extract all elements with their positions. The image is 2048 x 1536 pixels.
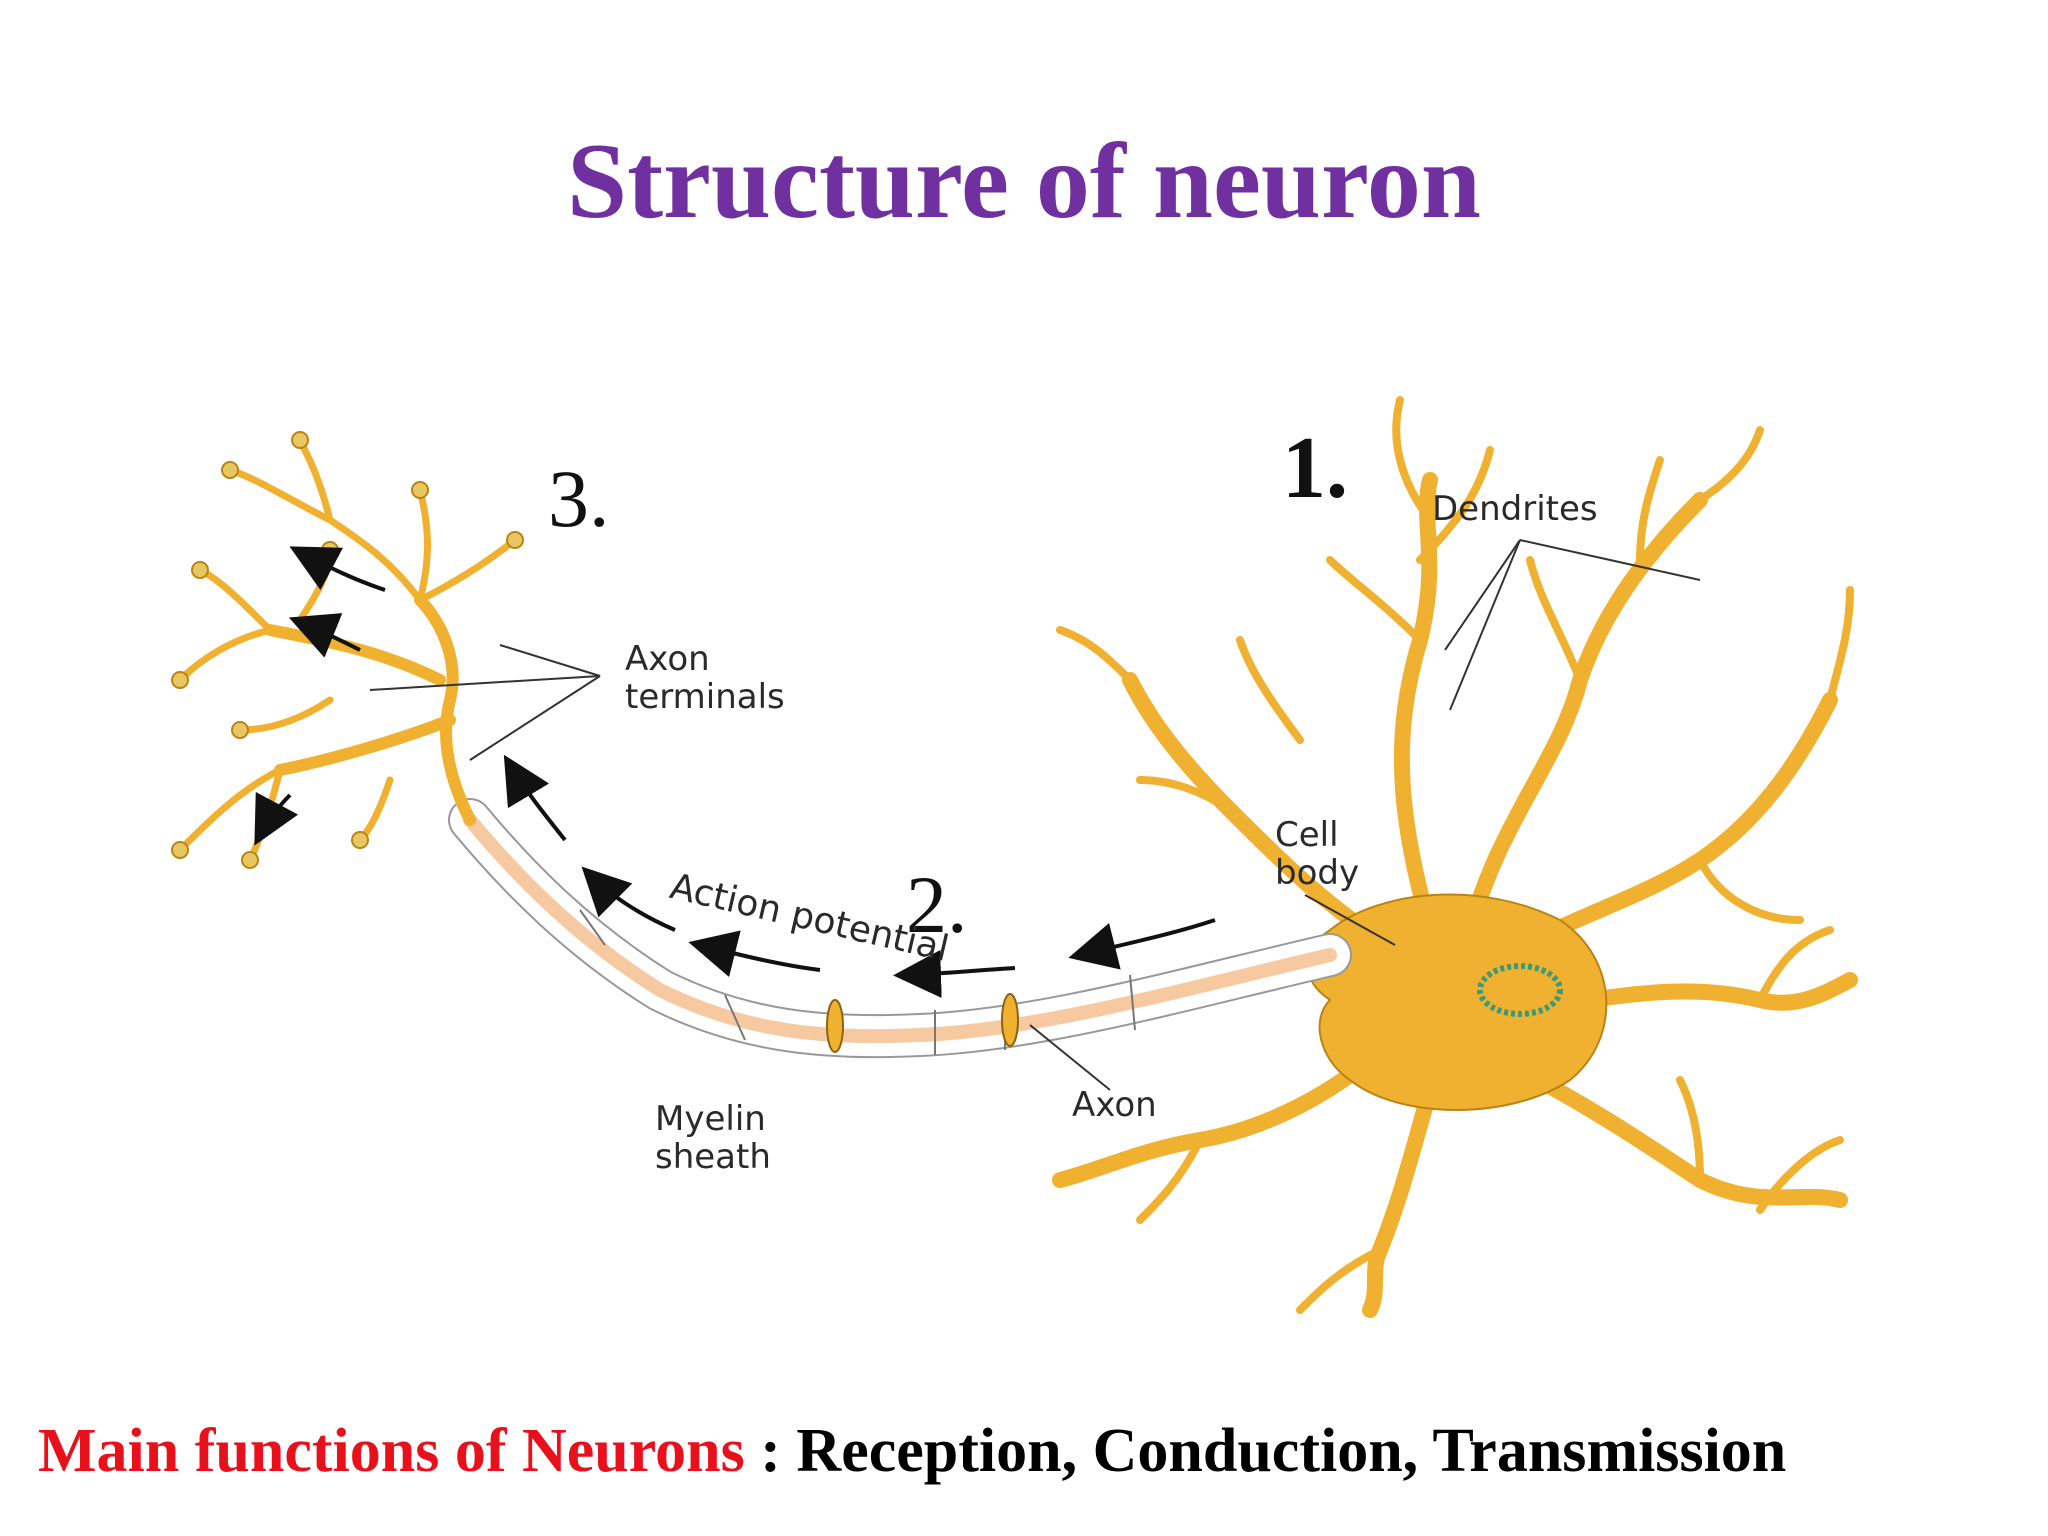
footer-function-list: Reception, Conduction, Transmission [796,1417,1787,1485]
label-dendrites: Dendrites [1432,489,1598,529]
dendrites [1052,396,1858,1318]
slide-title: Structure of neuron [567,122,1481,241]
leader-lines [369,539,1701,1091]
action-potential-arrows [254,546,1216,998]
footer-separator: : [744,1417,797,1485]
label-axon-terminals: Axon terminals [625,639,785,717]
marker-two: 2. [906,859,968,950]
axon [448,798,1352,1059]
label-myelin-sheath: Myelin sheath [655,1099,771,1177]
marker-one: 1. [1282,420,1348,517]
nodes-of-ranvier [826,993,1019,1053]
label-cell-body: Cell body [1275,815,1360,893]
footer-prefix: Main functions of Neurons [38,1417,745,1485]
nucleus [1477,963,1563,1017]
marker-three: 3. [548,453,610,544]
footer-functions: Main functions of Neurons : Reception, C… [38,1416,2018,1487]
cell-body [1306,893,1608,1111]
label-axon: Axon [1072,1085,1157,1125]
